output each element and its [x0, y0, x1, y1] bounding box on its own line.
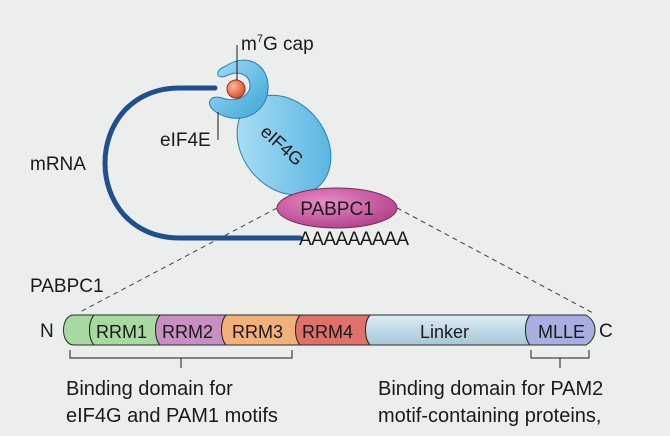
domain-label-linker: Linker	[420, 322, 469, 342]
cap-label: m7G cap	[241, 33, 314, 55]
domain-label-rrm3: RRM3	[232, 322, 283, 342]
domain-bar: RRM1 RRM2 RRM3 RRM4 Linker MLLE	[63, 314, 596, 346]
left-bracket	[69, 350, 293, 368]
mrna-strand	[102, 85, 303, 241]
zoom-line-right	[396, 207, 594, 314]
domain-map-title: PABPC1	[30, 276, 104, 297]
pabpc1-protein-label: PABPC1	[300, 199, 374, 220]
domain-label-rrm2: RRM2	[162, 322, 213, 342]
mrna-label: mRNA	[30, 154, 86, 175]
eif4e-label: eIF4E	[160, 130, 211, 151]
left-caption-line2: eIF4G and PAM1 motifs	[66, 405, 278, 427]
n-terminus: N	[40, 321, 54, 342]
m7g-cap	[226, 79, 246, 99]
polya-tail-label: AAAAAAAAA	[299, 229, 409, 250]
right-caption-line2: motif-containing proteins,	[378, 405, 601, 427]
domain-label-rrm1: RRM1	[96, 322, 147, 342]
domain-label-rrm4: RRM4	[302, 322, 353, 342]
right-bracket	[530, 350, 590, 368]
eif4e-protein	[208, 59, 269, 119]
domain-label-mlle: MLLE	[538, 322, 585, 342]
c-terminus: C	[599, 321, 613, 342]
right-caption-line1: Binding domain for PAM2	[378, 378, 603, 400]
left-caption-line1: Binding domain for	[66, 378, 233, 400]
zoom-line-left	[79, 207, 278, 313]
domain-mlle	[525, 314, 596, 346]
